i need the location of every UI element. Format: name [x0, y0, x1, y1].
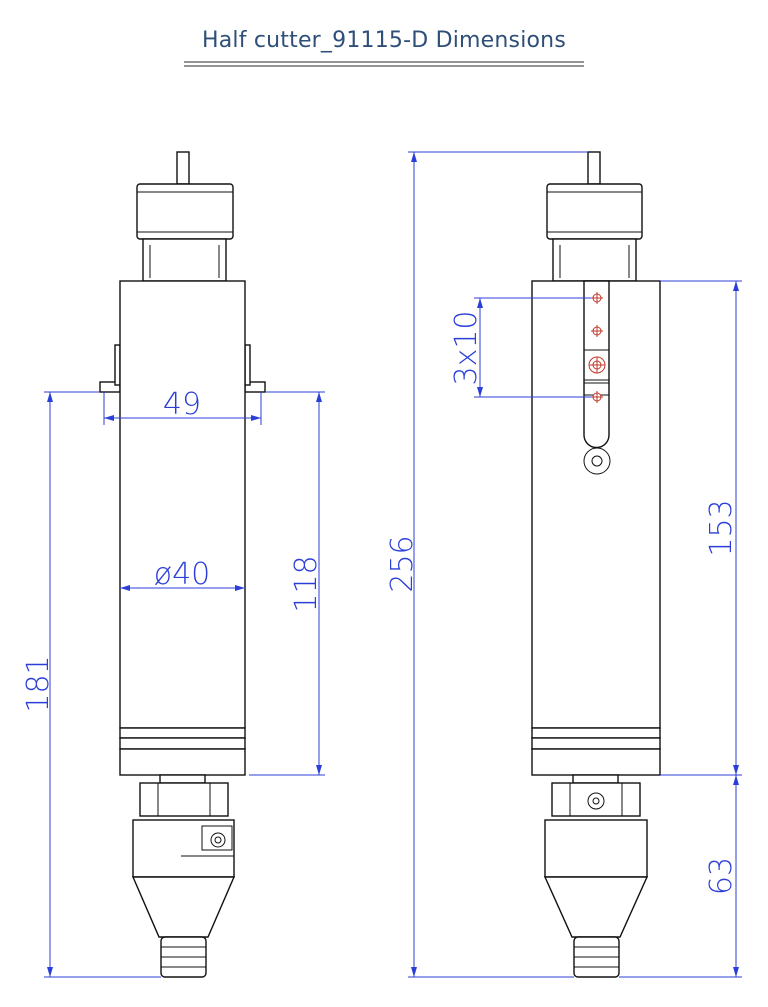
dim-256-label: 256 — [385, 535, 420, 592]
neck — [142, 238, 227, 282]
main-body — [119, 280, 246, 729]
dimension-63: 63 — [619, 775, 742, 978]
cutter-holder — [132, 819, 235, 878]
set-screw — [583, 447, 611, 475]
page-title: Half cutter_91115-D Dimensions — [201, 28, 566, 53]
slot-block — [583, 349, 610, 381]
left-clip — [114, 344, 121, 386]
taper — [131, 876, 236, 938]
ring-2-side — [531, 737, 661, 750]
top-pin — [176, 151, 190, 185]
clamp-block — [139, 782, 229, 817]
dim-49-label: 49 — [163, 387, 201, 422]
cutter-holder-side — [544, 819, 648, 878]
dim-diameter-label: ø40 — [154, 557, 211, 592]
dim-63-label: 63 — [704, 857, 739, 895]
clamp-screw-side — [587, 792, 605, 810]
neck-side — [552, 238, 637, 282]
bottom-collar-side — [531, 748, 661, 776]
dimension-153: 153 — [660, 280, 742, 776]
clamp-screw-housing — [201, 825, 233, 851]
side-view — [531, 151, 661, 978]
dimension-181: 181 — [21, 391, 161, 978]
dimension-118: 118 — [249, 391, 325, 776]
dim-181-label: 181 — [21, 655, 56, 712]
short-neck-side — [572, 774, 619, 784]
right-clip — [244, 344, 251, 386]
clamp-block-side — [551, 782, 641, 817]
clamp-screw — [210, 832, 226, 848]
taper-side — [543, 876, 649, 938]
dimension-diameter-40: ø40 — [120, 557, 245, 592]
ring-1 — [119, 727, 246, 739]
ring-1-side — [531, 727, 661, 739]
dimension-256: 256 — [385, 151, 588, 978]
ring-2 — [119, 737, 246, 750]
top-pin-side — [587, 151, 601, 185]
dimension-3x10: 3x10 — [449, 297, 591, 398]
dim-118-label: 118 — [289, 555, 324, 612]
dimension-49: 49 — [103, 387, 262, 425]
dim-3x10-label: 3x10 — [449, 310, 484, 385]
dim-153-label: 153 — [704, 499, 739, 556]
short-neck — [159, 774, 206, 784]
front-view — [99, 151, 266, 978]
bottom-collar — [119, 748, 246, 776]
